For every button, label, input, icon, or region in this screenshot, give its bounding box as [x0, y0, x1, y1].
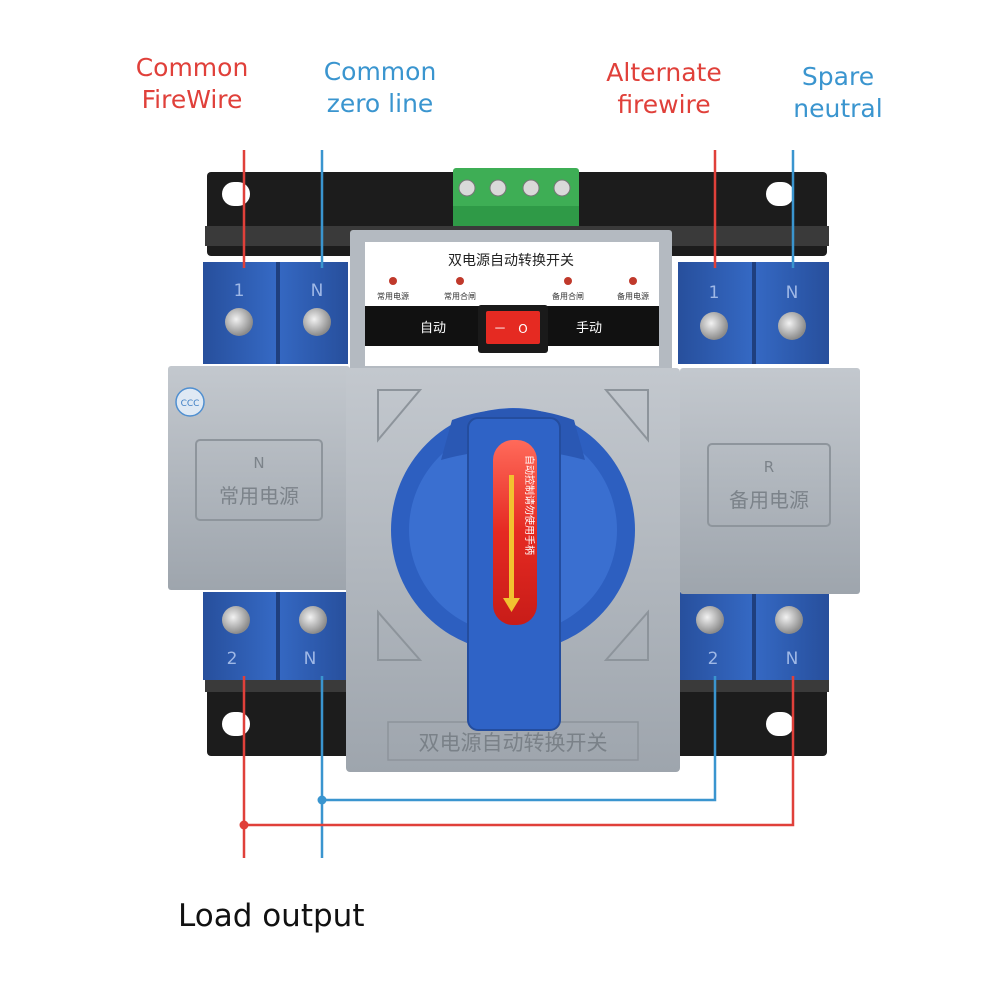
indicator-led-2 — [456, 277, 464, 285]
mount-hole-bl — [222, 712, 250, 736]
ccc-cert-icon — [175, 387, 205, 417]
common-zero-line-line1: Common — [323, 57, 437, 86]
indicator-label-4: 备用电源 — [617, 291, 649, 301]
spare-neutral-line1: Spare — [801, 62, 875, 91]
indicator-label-2: 常用合闸 — [444, 291, 476, 301]
indicator-led-1 — [389, 277, 397, 285]
mode-auto-label: 自动 — [420, 321, 446, 336]
rocker-on-symbol: O — [518, 322, 527, 336]
fire-junction-dot — [239, 820, 249, 830]
wire-fire-bridge — [244, 676, 795, 827]
indicator-label-3: 备用合闸 — [552, 291, 584, 301]
mode-manual-label: 手动 — [576, 321, 602, 336]
alternate-firewire-label: Alternate firewire — [594, 57, 734, 121]
handle-warning-text: 自动控制请勿使用手柄 — [523, 455, 536, 555]
housing-bottom-text: 双电源自动转换开关 — [419, 731, 608, 755]
terminal-label-bottom-4: N — [786, 649, 799, 669]
terminal-label-top-4: N — [786, 283, 799, 303]
indicator-label-1: 常用电源 — [377, 291, 409, 301]
terminal-block-top-left — [203, 262, 348, 364]
common-zero-line-line2: zero line — [326, 89, 434, 118]
terminal-label-bottom-2: N — [304, 649, 317, 669]
handle-arrow-icon — [509, 475, 514, 600]
control-connector — [453, 168, 579, 226]
terminal-block-bottom-left — [203, 592, 348, 680]
alternate-firewire-line1: Alternate — [606, 58, 722, 87]
rocker-off-symbol: － — [493, 322, 506, 337]
left-module-text: 常用电源 — [219, 484, 299, 508]
transfer-handle[interactable] — [391, 408, 635, 731]
mode-rocker-switch[interactable]: － O — [478, 305, 548, 353]
left-module-letter: N — [253, 454, 264, 472]
indicator-led-3 — [564, 277, 572, 285]
right-module-letter: R — [764, 458, 774, 476]
terminal-label-bottom-3: 2 — [708, 649, 719, 669]
spare-neutral-line2: neutral — [793, 94, 883, 123]
mount-hole-tl — [222, 182, 250, 206]
neutral-junction-dot — [317, 795, 327, 805]
wire-neutral-bridge — [322, 676, 717, 802]
load-output-label: Load output — [178, 898, 365, 934]
terminal-block-bottom-right — [678, 592, 829, 680]
panel-title: 双电源自动转换开关 — [448, 252, 574, 269]
mount-hole-tr — [766, 182, 794, 206]
mount-hole-br — [766, 712, 794, 736]
common-firewire-label: Common FireWire — [128, 52, 256, 116]
common-zero-line-label: Common zero line — [314, 56, 446, 120]
right-module: R 备用电源 — [680, 368, 860, 594]
ccc-cert-text: CCC — [181, 399, 200, 409]
right-module-text: 备用电源 — [729, 488, 809, 512]
terminal-block-top-right — [678, 262, 829, 364]
terminal-label-top-3: 1 — [709, 283, 720, 303]
terminal-label-top-1: 1 — [234, 281, 245, 301]
common-firewire-line1: Common — [135, 53, 249, 82]
terminal-label-top-2: N — [311, 281, 324, 301]
indicator-led-4 — [629, 277, 637, 285]
wiring — [242, 150, 795, 858]
terminal-label-bottom-1: 2 — [227, 649, 238, 669]
alternate-firewire-line2: firewire — [617, 90, 711, 119]
left-module: CCC N 常用电源 — [168, 366, 350, 590]
control-panel: 双电源自动转换开关 常用电源 常用合闸 备用合闸 备用电源 自动 手动 — [350, 230, 672, 375]
spare-neutral-label: Spare neutral — [776, 61, 900, 125]
common-firewire-line2: FireWire — [141, 85, 243, 114]
